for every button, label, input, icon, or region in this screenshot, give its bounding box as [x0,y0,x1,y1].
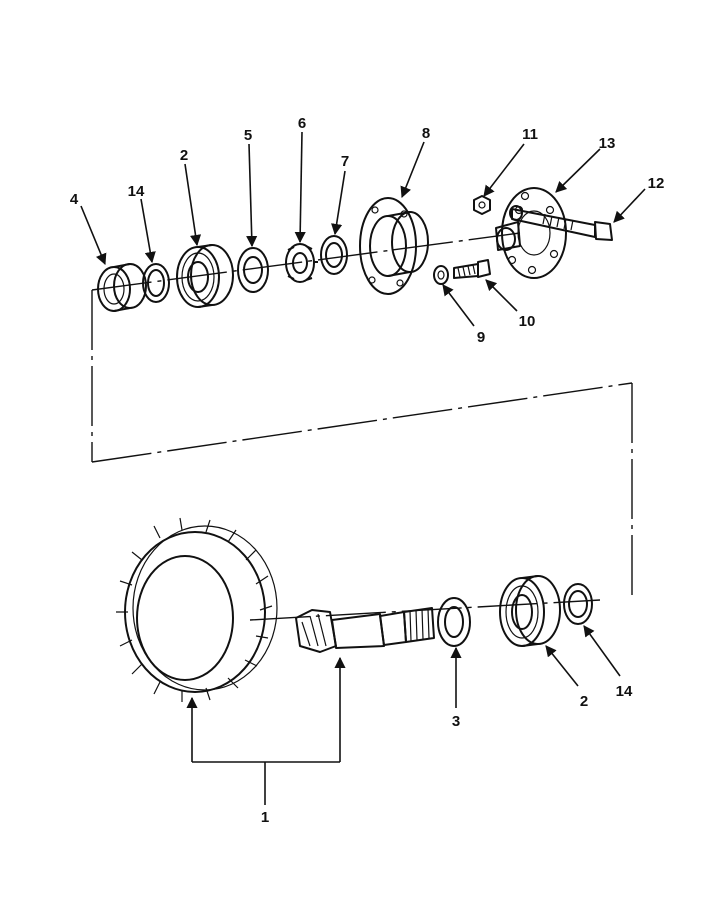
callout-14-bottom: 14 [616,683,633,700]
part-10-cap-screw [453,259,491,279]
part-2-bearing-top [176,244,234,308]
part-5-washer [237,247,269,293]
part-9-lock-washer [433,265,449,285]
part-14-shim-top [142,263,170,303]
part-4-bearing-cup [97,263,147,312]
callout-12: 12 [648,175,665,192]
callout-1: 1 [261,809,269,826]
callout-13: 13 [599,135,616,152]
callout-9: 9 [477,329,485,346]
callout-2-bottom: 2 [580,693,588,710]
callout-8: 8 [422,125,430,142]
assembly-centerlines [91,232,633,621]
callout-10: 10 [519,313,536,330]
part-2-bearing-bottom [499,575,561,647]
callout-3: 3 [452,713,460,730]
part-13-yoke [495,187,567,279]
part-12-bolt [509,205,613,241]
callout-11: 11 [522,126,538,143]
part-3-spacer [437,597,471,647]
callout-4: 4 [70,191,79,208]
part-8-retainer [359,197,429,295]
callout-2-top: 2 [180,147,188,164]
callout-7: 7 [341,153,349,170]
part-14-shim-bottom [563,583,593,625]
part-11-nut [473,195,491,215]
part-6-slotted-nut [285,243,318,283]
callouts: 4 14 2 5 6 7 8 11 13 12 9 10 1 3 2 14 [70,115,665,826]
leader-lines [80,131,646,805]
callout-14-top: 14 [128,183,145,200]
callout-6: 6 [298,115,306,132]
callout-5: 5 [244,127,252,144]
part-1-drive-pinion [295,607,435,653]
part-1-ring-gear [116,517,278,702]
part-7-seal-ring [320,235,348,275]
